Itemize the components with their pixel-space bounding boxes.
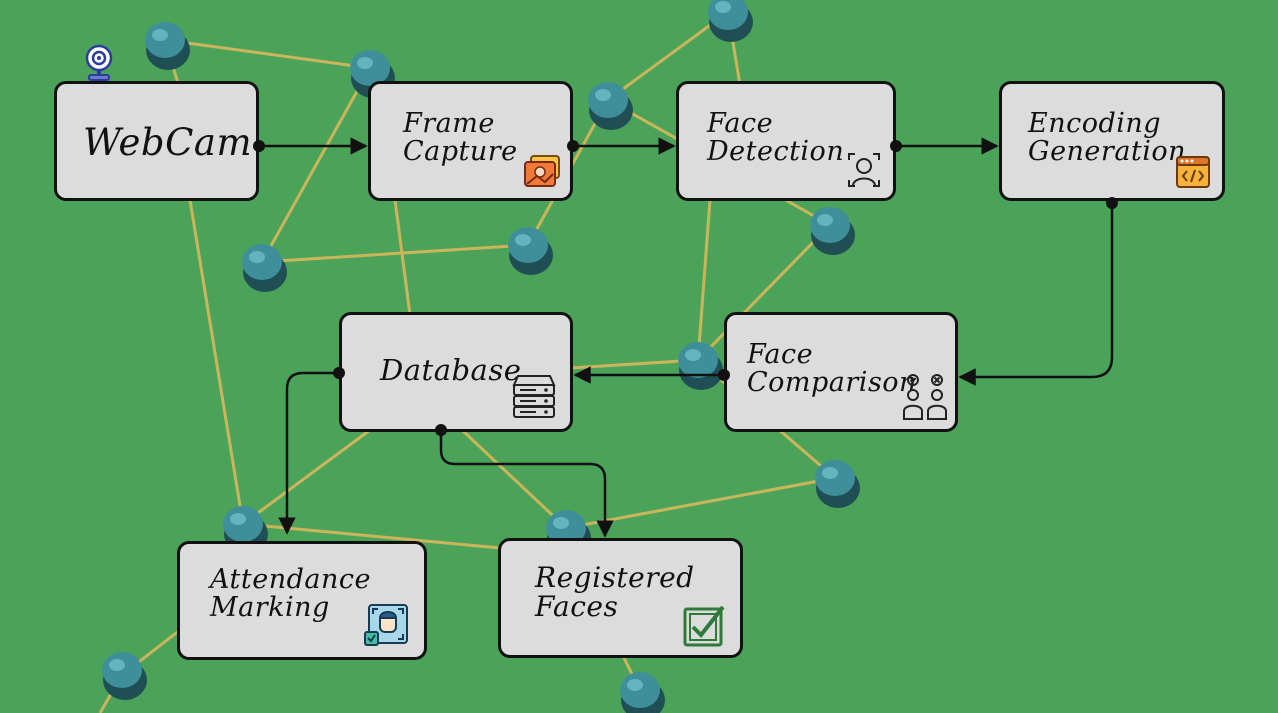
code-window-icon xyxy=(1176,156,1210,188)
port-face-detection-out xyxy=(890,140,902,152)
push-pins xyxy=(102,0,860,713)
port-database-out-left xyxy=(333,367,345,379)
port-database-out-bottom xyxy=(435,424,447,436)
face-scan-icon xyxy=(848,153,880,187)
database-label: Database xyxy=(380,353,522,387)
people-compare-icon xyxy=(903,374,947,420)
face-detection-label-line-2: Detection xyxy=(707,136,845,168)
attendance-marking-label-line-1: Attendance xyxy=(210,564,371,595)
edge-database-to-registered-faces xyxy=(439,430,614,538)
face-id-check-icon xyxy=(364,604,408,646)
registered-faces-label-line-1: Registered xyxy=(535,561,695,594)
frame-capture-node[interactable]: Frame Capture xyxy=(368,81,573,201)
server-stack-icon xyxy=(512,375,556,418)
face-comparison-label-line-2: Comparison xyxy=(747,367,917,399)
face-comparison-label: Face Comparison xyxy=(747,339,917,399)
face-detection-label-line-1: Face xyxy=(707,108,774,139)
database-node[interactable]: Database xyxy=(339,312,573,432)
webcam-icon xyxy=(85,44,113,81)
encoding-generation-label: Encoding Generation xyxy=(1028,108,1187,168)
attendance-marking-label-line-2: Marking xyxy=(210,592,330,624)
port-frame-capture-out xyxy=(567,140,579,152)
attendance-marking-label: Attendance Marking xyxy=(210,564,371,624)
encoding-generation-label-line-1: Encoding xyxy=(1028,108,1162,139)
port-webcam-out xyxy=(253,140,265,152)
edge-database-to-attendance-marking xyxy=(278,371,339,535)
registered-faces-label-line-2: Faces xyxy=(535,590,619,624)
webcam-label: WebCam xyxy=(83,121,253,164)
database-label-line: Database xyxy=(380,353,522,387)
frame-capture-label-line-1: Frame xyxy=(403,108,495,139)
face-detection-node[interactable]: Face Detection xyxy=(676,81,896,201)
port-face-comparison-out xyxy=(718,369,730,381)
face-detection-label: Face Detection xyxy=(707,108,845,168)
frame-capture-label: Frame Capture xyxy=(403,108,518,168)
registered-faces-label: Registered Faces xyxy=(535,563,695,622)
encoding-generation-node[interactable]: Encoding Generation xyxy=(999,81,1225,201)
webcam-label-line: WebCam xyxy=(83,121,253,164)
image-gallery-icon xyxy=(524,155,560,187)
encoding-generation-label-line-2: Generation xyxy=(1028,136,1187,168)
frame-capture-label-line-2: Capture xyxy=(403,136,518,168)
registered-faces-node[interactable]: Registered Faces xyxy=(498,538,743,658)
face-comparison-node[interactable]: Face Comparison xyxy=(724,312,958,432)
checkbox-check-icon xyxy=(683,605,725,647)
attendance-marking-node[interactable]: Attendance Marking xyxy=(177,541,427,660)
edge-encoding-generation-to-face-comparison xyxy=(958,203,1114,386)
face-comparison-label-line-1: Face xyxy=(747,339,814,370)
port-encoding-generation-out xyxy=(1106,197,1118,209)
